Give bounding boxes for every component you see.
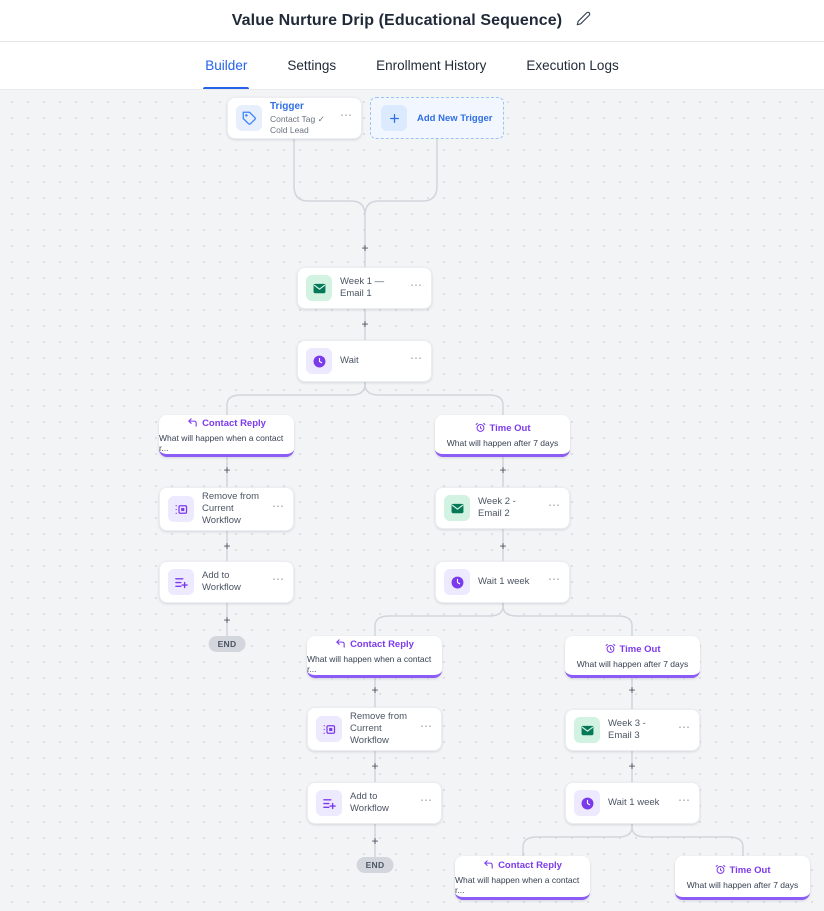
branch-subtitle: What will happen when a contact r... [307, 653, 432, 674]
remove-workflow-icon [168, 496, 194, 522]
plus-icon [381, 105, 407, 131]
clock-icon [306, 348, 332, 374]
alarm-clock-icon [605, 643, 616, 657]
add-to-workflow-node-1[interactable]: Add to Workflow ⋯ [159, 561, 294, 603]
branch-title: Contact Reply [350, 639, 414, 650]
email-icon [444, 495, 470, 521]
add-step-button[interactable]: + [361, 317, 369, 331]
add-step-button[interactable]: + [371, 683, 379, 697]
tab-bar: Builder Settings Enrollment History Exec… [0, 42, 824, 90]
add-step-button[interactable]: + [223, 539, 231, 553]
node-label: Week 2 - Email 2 [478, 496, 516, 519]
node-menu-icon[interactable]: ⋯ [548, 572, 561, 586]
node-label: Add to Workflow [350, 791, 389, 814]
clock-icon [574, 790, 600, 816]
reply-arrow-icon [187, 417, 198, 431]
branch-title: Time Out [619, 644, 661, 655]
node-label: Week 3 - Email 3 [608, 718, 646, 741]
branch-title: Time Out [489, 423, 531, 434]
clock-icon [444, 569, 470, 595]
tab-execution-logs[interactable]: Execution Logs [526, 58, 619, 73]
tab-enrollment-history[interactable]: Enrollment History [376, 58, 487, 73]
node-menu-icon[interactable]: ⋯ [420, 793, 433, 807]
node-menu-icon[interactable]: ⋯ [678, 720, 691, 734]
node-label: Add to Workflow [202, 570, 241, 593]
add-step-button[interactable]: + [361, 241, 369, 255]
reply-arrow-icon [335, 638, 346, 652]
branch-title: Contact Reply [498, 860, 562, 871]
email-icon [306, 275, 332, 301]
remove-from-workflow-node-1[interactable]: Remove from Current Workflow ⋯ [159, 487, 294, 531]
node-menu-icon[interactable]: ⋯ [420, 719, 433, 733]
add-step-button[interactable]: + [628, 759, 636, 773]
branch-subtitle: What will happen when a contact r... [159, 432, 284, 453]
add-new-trigger-label: Add New Trigger [417, 112, 493, 124]
tag-icon [236, 105, 262, 131]
branch-title: Contact Reply [202, 418, 266, 429]
node-label: Week 1 — Email 1 [340, 276, 385, 299]
add-workflow-icon [168, 569, 194, 595]
trigger-menu-icon[interactable]: ⋯ [340, 108, 353, 122]
add-step-button[interactable]: + [499, 463, 507, 477]
node-label: Wait 1 week [478, 576, 530, 588]
add-step-button[interactable]: + [371, 759, 379, 773]
add-step-button[interactable]: + [223, 613, 231, 627]
add-workflow-icon [316, 790, 342, 816]
wait-node[interactable]: Wait ⋯ [297, 340, 432, 382]
edit-title-button[interactable] [574, 11, 592, 31]
node-label: Wait [340, 355, 359, 367]
time-out-branch-2[interactable]: Time Out What will happen after 7 days [565, 636, 700, 678]
wait-1-week-node-2[interactable]: Wait 1 week ⋯ [565, 782, 700, 824]
time-out-branch-1[interactable]: Time Out What will happen after 7 days [435, 415, 570, 457]
page-title: Value Nurture Drip (Educational Sequence… [231, 11, 563, 29]
tab-builder[interactable]: Builder [203, 42, 250, 89]
alarm-clock-icon [715, 864, 726, 878]
tab-settings[interactable]: Settings [287, 58, 337, 73]
add-new-trigger-button[interactable]: Add New Trigger [370, 97, 504, 139]
node-menu-icon[interactable]: ⋯ [410, 278, 423, 292]
remove-from-workflow-node-2[interactable]: Remove from Current Workflow ⋯ [307, 707, 442, 751]
node-label: Remove from Current Workflow [350, 711, 408, 746]
branch-subtitle: What will happen when a contact r... [455, 874, 580, 895]
contact-reply-branch-3[interactable]: Contact Reply What will happen when a co… [455, 856, 590, 900]
branch-subtitle: What will happen after 7 days [446, 437, 559, 448]
add-step-button[interactable]: + [628, 683, 636, 697]
node-label: Wait 1 week [608, 797, 660, 809]
trigger-node[interactable]: Trigger Contact Tag ✓ Cold Lead ⋯ [227, 97, 362, 139]
remove-workflow-icon [316, 716, 342, 742]
trigger-title: Trigger [270, 100, 304, 112]
email-node-week2[interactable]: Week 2 - Email 2 ⋯ [435, 487, 570, 529]
end-badge-2: END [356, 857, 394, 873]
add-step-button[interactable]: + [371, 834, 379, 848]
email-icon [574, 717, 600, 743]
time-out-branch-3[interactable]: Time Out What will happen after 7 days [675, 856, 810, 900]
pencil-icon [576, 11, 591, 31]
alarm-clock-icon [475, 422, 486, 436]
branch-subtitle: What will happen after 7 days [686, 879, 799, 890]
wait-1-week-node-1[interactable]: Wait 1 week ⋯ [435, 561, 570, 603]
node-menu-icon[interactable]: ⋯ [678, 793, 691, 807]
branch-title: Time Out [729, 865, 771, 876]
reply-arrow-icon [483, 859, 494, 873]
node-menu-icon[interactable]: ⋯ [272, 499, 285, 513]
titlebar: Value Nurture Drip (Educational Sequence… [0, 0, 824, 42]
end-badge-1: END [208, 636, 246, 652]
add-step-button[interactable]: + [223, 463, 231, 477]
contact-reply-branch-1[interactable]: Contact Reply What will happen when a co… [159, 415, 294, 457]
trigger-subtitle: Contact Tag ✓ Cold Lead [270, 113, 325, 135]
node-menu-icon[interactable]: ⋯ [548, 498, 561, 512]
workflow-canvas[interactable]: Trigger Contact Tag ✓ Cold Lead ⋯ Add Ne… [0, 90, 824, 911]
add-step-button[interactable]: + [499, 539, 507, 553]
email-node-week3[interactable]: Week 3 - Email 3 ⋯ [565, 709, 700, 751]
add-to-workflow-node-2[interactable]: Add to Workflow ⋯ [307, 782, 442, 824]
branch-subtitle: What will happen after 7 days [576, 658, 689, 669]
node-menu-icon[interactable]: ⋯ [410, 351, 423, 365]
node-menu-icon[interactable]: ⋯ [272, 572, 285, 586]
node-label: Remove from Current Workflow [202, 491, 260, 526]
email-node-week1[interactable]: Week 1 — Email 1 ⋯ [297, 267, 432, 309]
contact-reply-branch-2[interactable]: Contact Reply What will happen when a co… [307, 636, 442, 678]
